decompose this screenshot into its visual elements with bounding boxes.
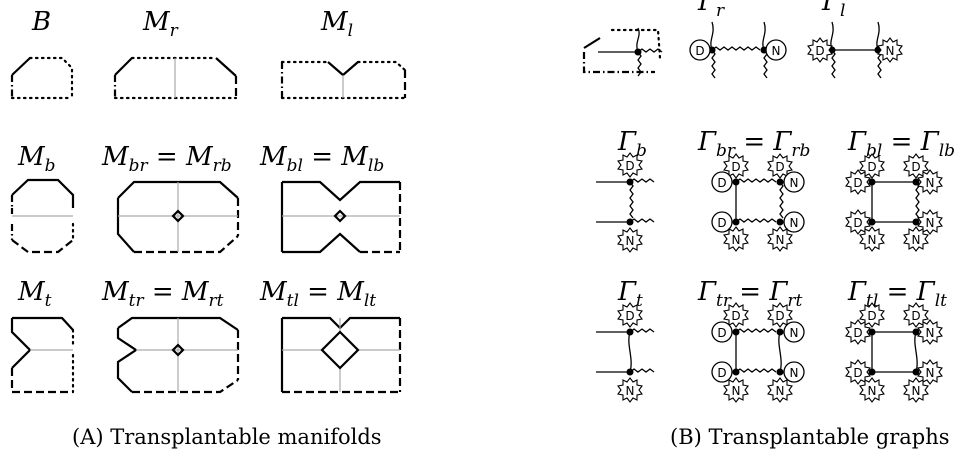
graph-gbr bbox=[711, 153, 805, 252]
graph-gbl bbox=[845, 153, 943, 252]
graph-gb bbox=[596, 152, 655, 253]
label-gr: Γr bbox=[697, 0, 725, 21]
graph-b bbox=[582, 27, 663, 77]
label-gbl: Γbl = Γlb bbox=[847, 127, 955, 161]
graph-gtl bbox=[845, 302, 943, 403]
manifold-mr bbox=[113, 56, 238, 100]
caption-left: (A) Transplantable manifolds bbox=[72, 425, 382, 449]
manifold-b bbox=[10, 56, 74, 100]
manifold-mt bbox=[10, 316, 75, 394]
label-mtl: Mtl = Mlt bbox=[259, 277, 376, 311]
manifold-ml bbox=[280, 60, 407, 100]
manifold-mbl bbox=[280, 180, 402, 254]
graph-gl bbox=[807, 21, 903, 79]
label-mbr: Mbr = Mrb bbox=[101, 142, 232, 176]
label-mr: Mr bbox=[142, 7, 179, 41]
graph-labels: Γr Γl Γb Γbr = Γrb Γbl = Γlb Γt Γtr = Γr… bbox=[617, 0, 955, 311]
label-gtl: Γtl = Γlt bbox=[847, 277, 947, 311]
label-mt: Mt bbox=[17, 277, 52, 311]
label-ml: Ml bbox=[320, 7, 353, 41]
manifold-labels: B Mr Ml Mb Mbr = Mrb Mbl = Mlb Mt Mtr = … bbox=[17, 7, 384, 311]
graph-gr bbox=[689, 21, 787, 79]
manifold-mbr bbox=[116, 180, 240, 254]
label-gl: Γl bbox=[821, 0, 845, 21]
label-mtr: Mtr = Mrt bbox=[101, 277, 224, 311]
manifold-mb bbox=[10, 178, 75, 254]
caption-right: (B) Transplantable graphs bbox=[670, 425, 950, 449]
label-b: B bbox=[31, 7, 51, 37]
manifold-mtl bbox=[280, 316, 402, 394]
label-gbr: Γbr = Γrb bbox=[697, 127, 810, 161]
label-gtr: Γtr = Γrt bbox=[697, 277, 803, 311]
label-mbl: Mbl = Mlb bbox=[259, 142, 384, 176]
graph-gtr bbox=[711, 302, 805, 403]
manifold-mtr bbox=[116, 316, 240, 394]
label-mb: Mb bbox=[17, 142, 56, 176]
graph-gt bbox=[596, 302, 655, 403]
